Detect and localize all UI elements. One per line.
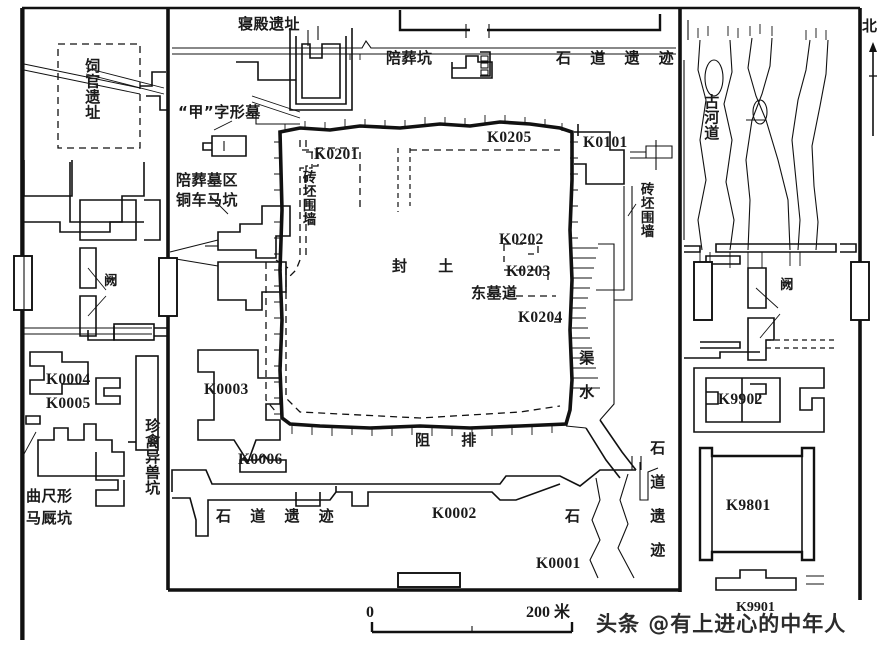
label-ancient-river: 古河道 — [702, 94, 721, 141]
label-accompany-pit: 陪葬坑 — [386, 49, 433, 67]
accompanying-pit-plan — [451, 51, 493, 79]
scale-max: 200 米 — [526, 604, 571, 621]
label-bronze-chariot-pit: 铜车马坑 — [176, 191, 239, 209]
k0006-plan — [239, 453, 287, 473]
label-brick-wall-right: 砖坯围墙 — [637, 182, 654, 238]
label-qindian-site: 寝殿遗址 — [238, 15, 301, 33]
label-k0204: K0204 — [518, 309, 563, 326]
label-k9901: K9901 — [736, 600, 775, 615]
label-stone-road-bottom: 石 道 遗 迹 — [216, 507, 341, 525]
k0003-plan — [197, 349, 281, 464]
tumulus-outline — [274, 115, 615, 436]
left-outer-zone — [13, 43, 178, 507]
label-siguan-site: 饲官遗址 — [83, 58, 102, 120]
label-k0003: K0003 — [204, 381, 249, 398]
scale-bar — [370, 622, 574, 634]
jia-shaped-tomb-icon — [202, 120, 247, 157]
label-k0201: K0201 — [314, 146, 359, 163]
label-k0203: K0203 — [506, 263, 551, 280]
label-tumulus: 封 土 — [392, 257, 467, 275]
label-stone-road-top: 石 道 遗 迹 — [556, 49, 681, 67]
label-drain-channel-horizontal: 阻 排 — [415, 431, 490, 449]
watermark: 头条 @有上进心的中年人 — [596, 612, 847, 636]
label-k0001: K0001 — [536, 555, 581, 572]
label-jia-shaped-tomb: “甲”字形墓 — [178, 103, 261, 121]
label-k0002: K0002 — [432, 505, 477, 522]
label-brick-wall-left: 砖坯围墙 — [299, 170, 316, 226]
label-k0005: K0005 — [46, 395, 91, 412]
label-que-west: 阙 — [104, 273, 118, 289]
label-k0202: K0202 — [499, 231, 544, 248]
north-arrow-icon — [869, 42, 877, 136]
label-que-east: 阙 — [780, 277, 794, 293]
label-k0004: K0004 — [46, 371, 91, 388]
label-rare-beast-pit: 珍禽异兽坑 — [143, 418, 162, 496]
label-k0205: K0205 — [487, 129, 532, 146]
label-stone-road-vertical: 石 道 遗 迹 — [648, 440, 667, 558]
label-east-tomb-passage: 东墓道 — [471, 284, 518, 302]
north-corridor-walls — [172, 10, 676, 60]
scale-zero: 0 — [366, 604, 374, 621]
label-stable-pit-line2: 马厩坑 — [26, 509, 73, 527]
label-k0101: K0101 — [583, 134, 628, 151]
label-stone-char-shi: 石 — [565, 507, 581, 525]
north-label: 北 — [862, 17, 878, 35]
label-stable-pit-line1: 曲尺形 — [26, 487, 73, 505]
drainage-channel — [565, 419, 637, 479]
label-k9801: K9801 — [726, 497, 771, 514]
brick-wall-dashed-enclosure — [265, 140, 566, 419]
right-outer-zone — [683, 20, 870, 591]
label-drain-channel-vertical: 渠 水 — [577, 350, 596, 400]
label-accompany-tomb-area: 陪葬墓区 — [176, 171, 239, 189]
k0101-plan — [574, 124, 625, 185]
right-brick-wall-structures — [596, 140, 673, 301]
stone-road-bottom — [171, 456, 659, 579]
label-k9902: K9902 — [718, 391, 763, 408]
label-k0006: K0006 — [238, 451, 283, 468]
